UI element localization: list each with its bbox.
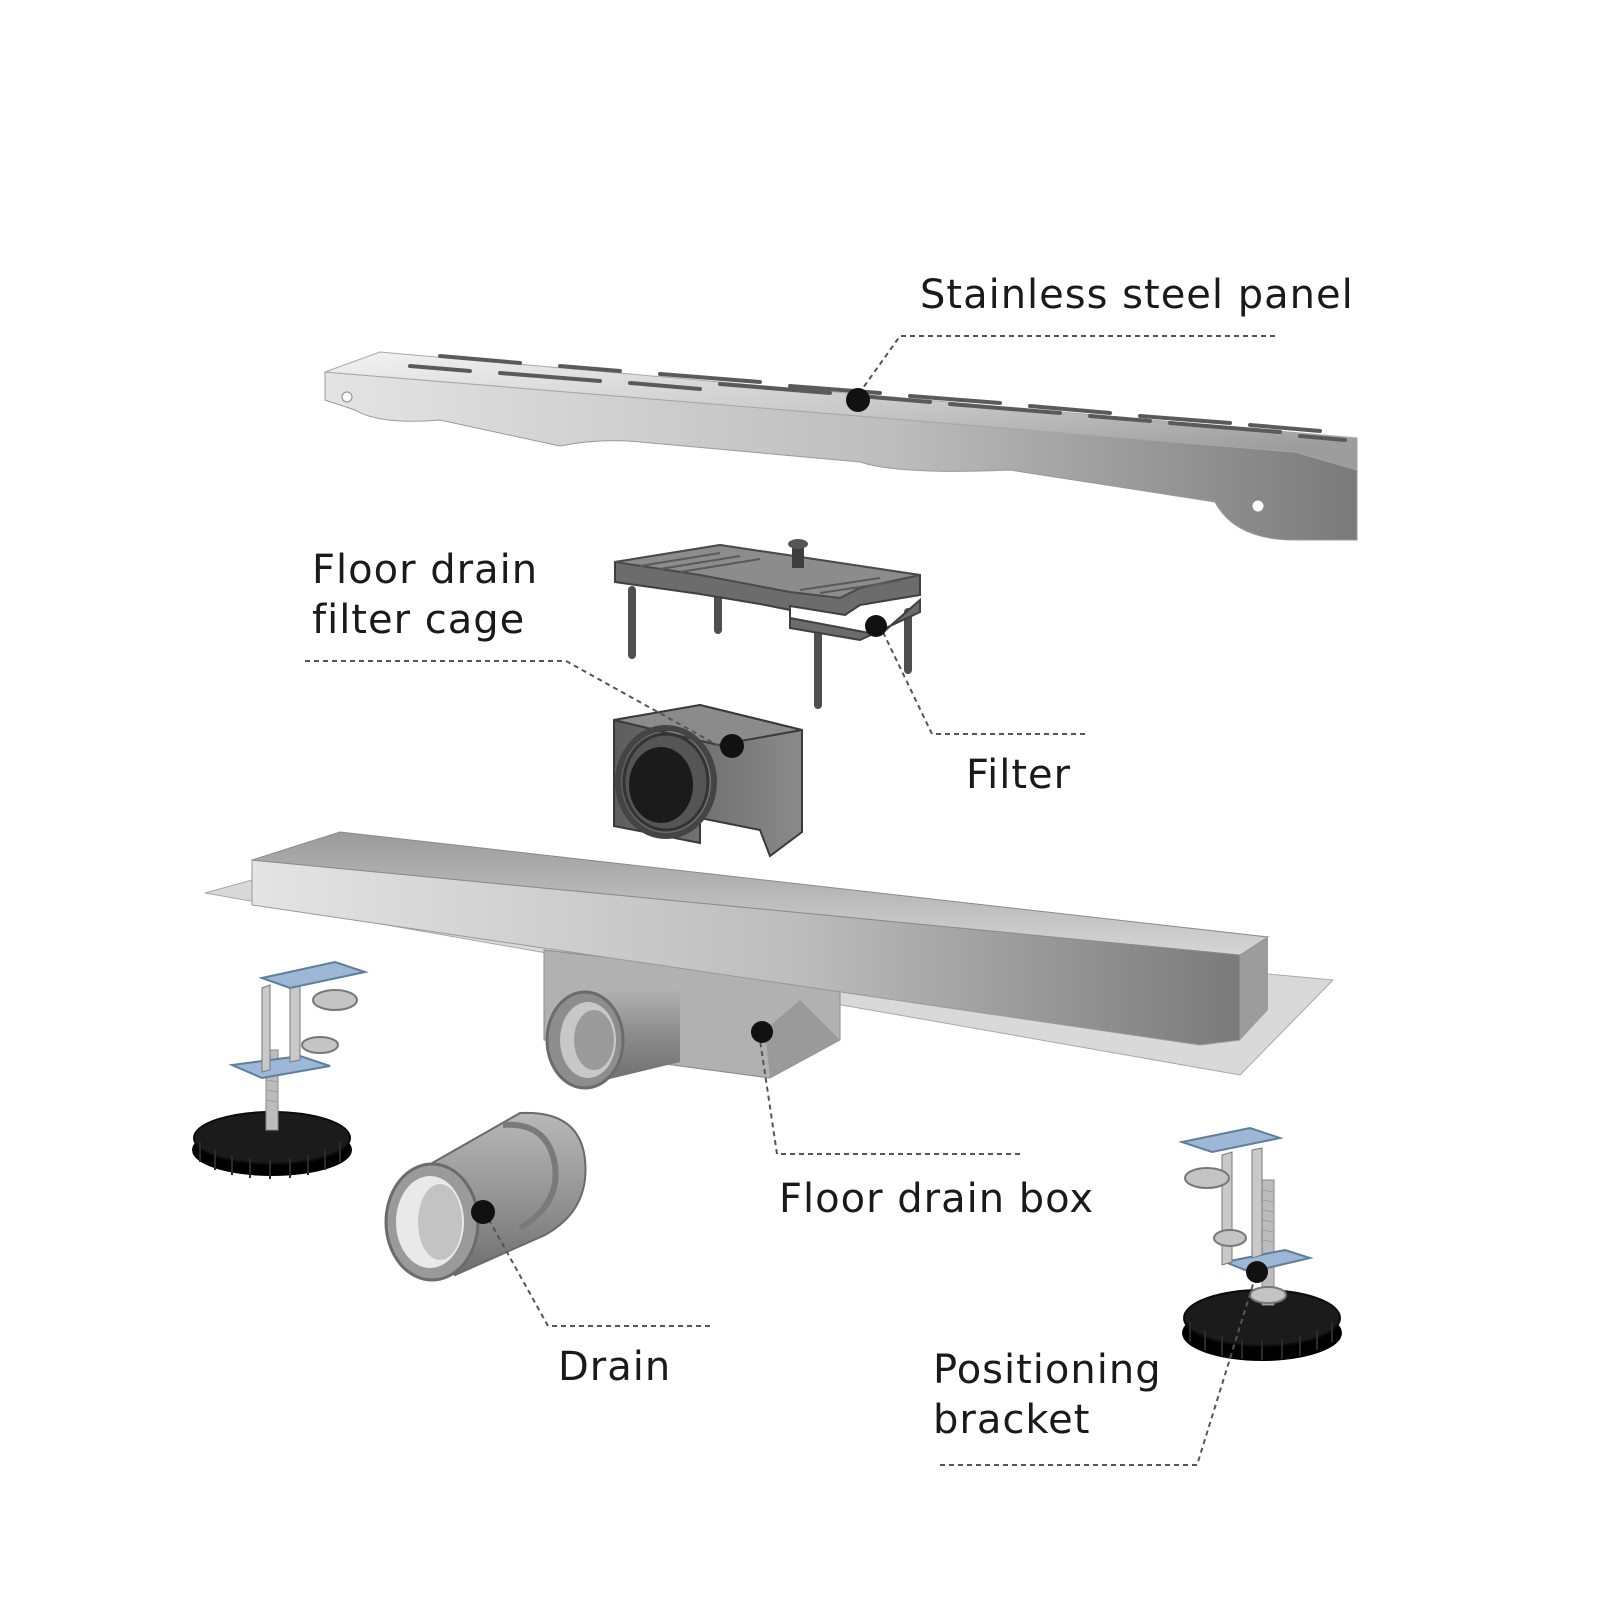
label-positioning-bracket-line2: bracket (933, 1397, 1091, 1443)
leader-stainless-steel-panel (857, 335, 1275, 396)
dot-filter (865, 615, 887, 637)
label-stainless-steel-panel: Stainless steel panel (920, 272, 1354, 318)
leader-positioning-bracket (940, 1277, 1256, 1466)
filter-box (613, 703, 803, 858)
drain-pipe (384, 1111, 587, 1282)
label-positioning-bracket: Positioning bracket (933, 1345, 1162, 1445)
leader-lines (305, 335, 1275, 1466)
dot-floor-drain-filter-cage (720, 734, 744, 758)
label-floor-drain-box: Floor drain box (779, 1176, 1095, 1222)
leader-floor-drain-box (759, 1039, 1020, 1155)
label-drain: Drain (558, 1344, 672, 1390)
positioning-bracket-right (1178, 1126, 1342, 1361)
label-filter: Filter (966, 752, 1072, 798)
leader-drain (487, 1217, 710, 1327)
positioning-bracket-left (192, 960, 369, 1179)
label-floor-drain-filter-cage: Floor drain filter cage (312, 545, 538, 645)
dot-floor-drain-box (751, 1021, 773, 1043)
label-floor-drain-filter-cage-line1: Floor drain (312, 547, 539, 593)
stainless-steel-panel (324, 351, 1358, 541)
dot-drain (471, 1200, 495, 1224)
floor-drain-box (204, 831, 1335, 1090)
filter-cage (614, 539, 921, 709)
dot-positioning-bracket (1246, 1261, 1268, 1283)
dot-stainless-steel-panel (846, 388, 870, 412)
leader-floor-drain-filter-cage (305, 660, 727, 751)
label-floor-drain-filter-cage-line2: filter cage (312, 597, 526, 643)
label-positioning-bracket-line1: Positioning (933, 1347, 1162, 1393)
leader-dots (471, 388, 1268, 1283)
leader-filter (881, 629, 1085, 735)
